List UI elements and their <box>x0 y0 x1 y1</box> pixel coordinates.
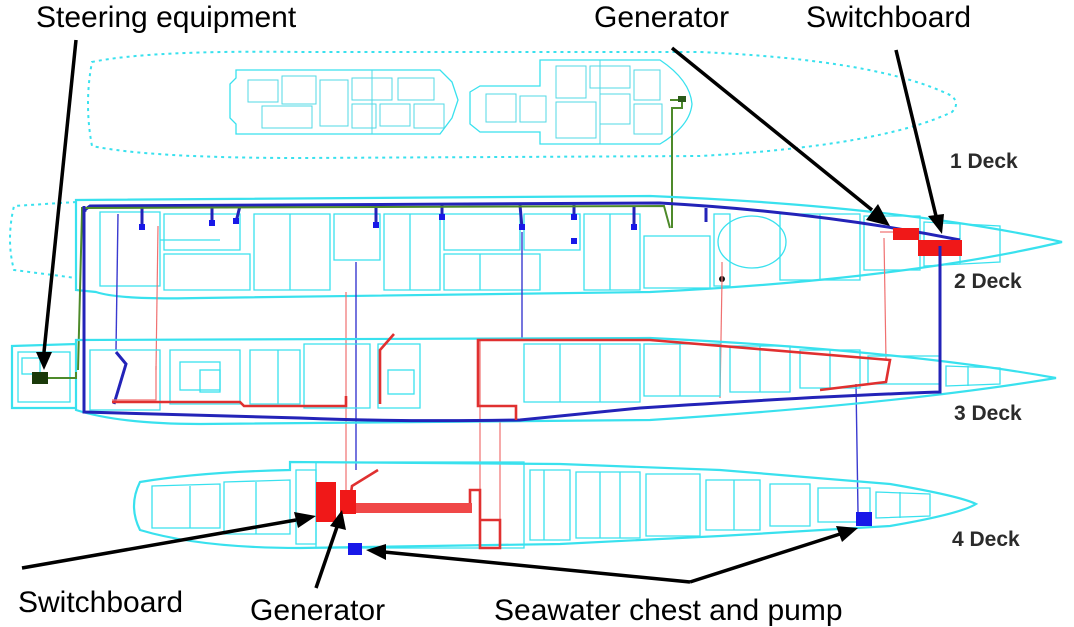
arrow-steering <box>42 39 78 353</box>
deck-3-aux-cable <box>112 366 157 401</box>
deck-3-power-cable-mid <box>378 333 395 404</box>
steering-equipment-unit <box>32 372 77 384</box>
deck-2-mast-trunk <box>717 215 787 269</box>
deck-2-plan <box>9 194 1063 371</box>
deck-1-control-cable <box>670 99 683 228</box>
deck-3-compartments <box>17 343 1001 411</box>
arrow-generator-top <box>670 46 874 212</box>
label-generator-bottom: Generator <box>250 594 385 627</box>
deck-2-outlets <box>139 214 637 244</box>
label-steering-equipment: Steering equipment <box>36 1 297 34</box>
deck-1-superstructure-fwd <box>469 59 693 145</box>
deck-3-power-cable-aft <box>112 396 348 408</box>
deck-1-plan <box>87 50 957 228</box>
label-switchboard-bottom: Switchboard <box>18 586 183 619</box>
deck-3-plan <box>10 206 1057 426</box>
label-generator-top: Generator <box>594 1 729 34</box>
deck-2-aft-extension <box>9 201 77 279</box>
deck-4-main-bus <box>354 503 472 513</box>
arrow-seawater-fwd <box>689 532 841 584</box>
deck-4-switchboard <box>316 482 336 522</box>
deck-1-compartments <box>247 60 663 144</box>
deck-4-plan <box>132 460 979 555</box>
arrow-switchboard-top <box>894 49 938 217</box>
deck-3-hull-outline <box>10 336 1057 426</box>
arrow-seawater-aft <box>383 550 691 584</box>
deck-1-superstructure-aft <box>229 69 459 135</box>
deck-3-cable-spur <box>112 351 128 405</box>
arrow-switchboard-bottom <box>21 518 297 570</box>
deck-3-main-cable <box>82 206 942 423</box>
label-deck-4: 4 Deck <box>952 528 1020 551</box>
label-seawater-chest-pump: Seawater chest and pump <box>494 594 843 627</box>
deck-1-control-unit <box>678 96 686 102</box>
deck-4-generator <box>340 490 356 514</box>
deck-2-hull-outline <box>74 194 1063 300</box>
deck-1-hull-outline <box>87 50 957 160</box>
label-deck-3: 3 Deck <box>954 402 1022 425</box>
deck-4-seawater-pump-aft <box>348 543 362 555</box>
deck-3-power-cable-fwd <box>476 338 892 420</box>
label-switchboard-top: Switchboard <box>806 1 971 34</box>
label-deck-1: 1 Deck <box>950 150 1018 173</box>
arrow-generator-bottom <box>314 523 340 589</box>
callout-arrows <box>21 39 944 589</box>
label-deck-2: 2 Deck <box>954 270 1022 293</box>
deck-4-compartments <box>151 461 931 549</box>
deck-2-generator <box>893 228 919 240</box>
deck-2-control-cable <box>77 204 671 371</box>
deck-4-hull-outline <box>132 460 979 550</box>
deck-4-seawater-pump-fwd <box>856 512 872 526</box>
